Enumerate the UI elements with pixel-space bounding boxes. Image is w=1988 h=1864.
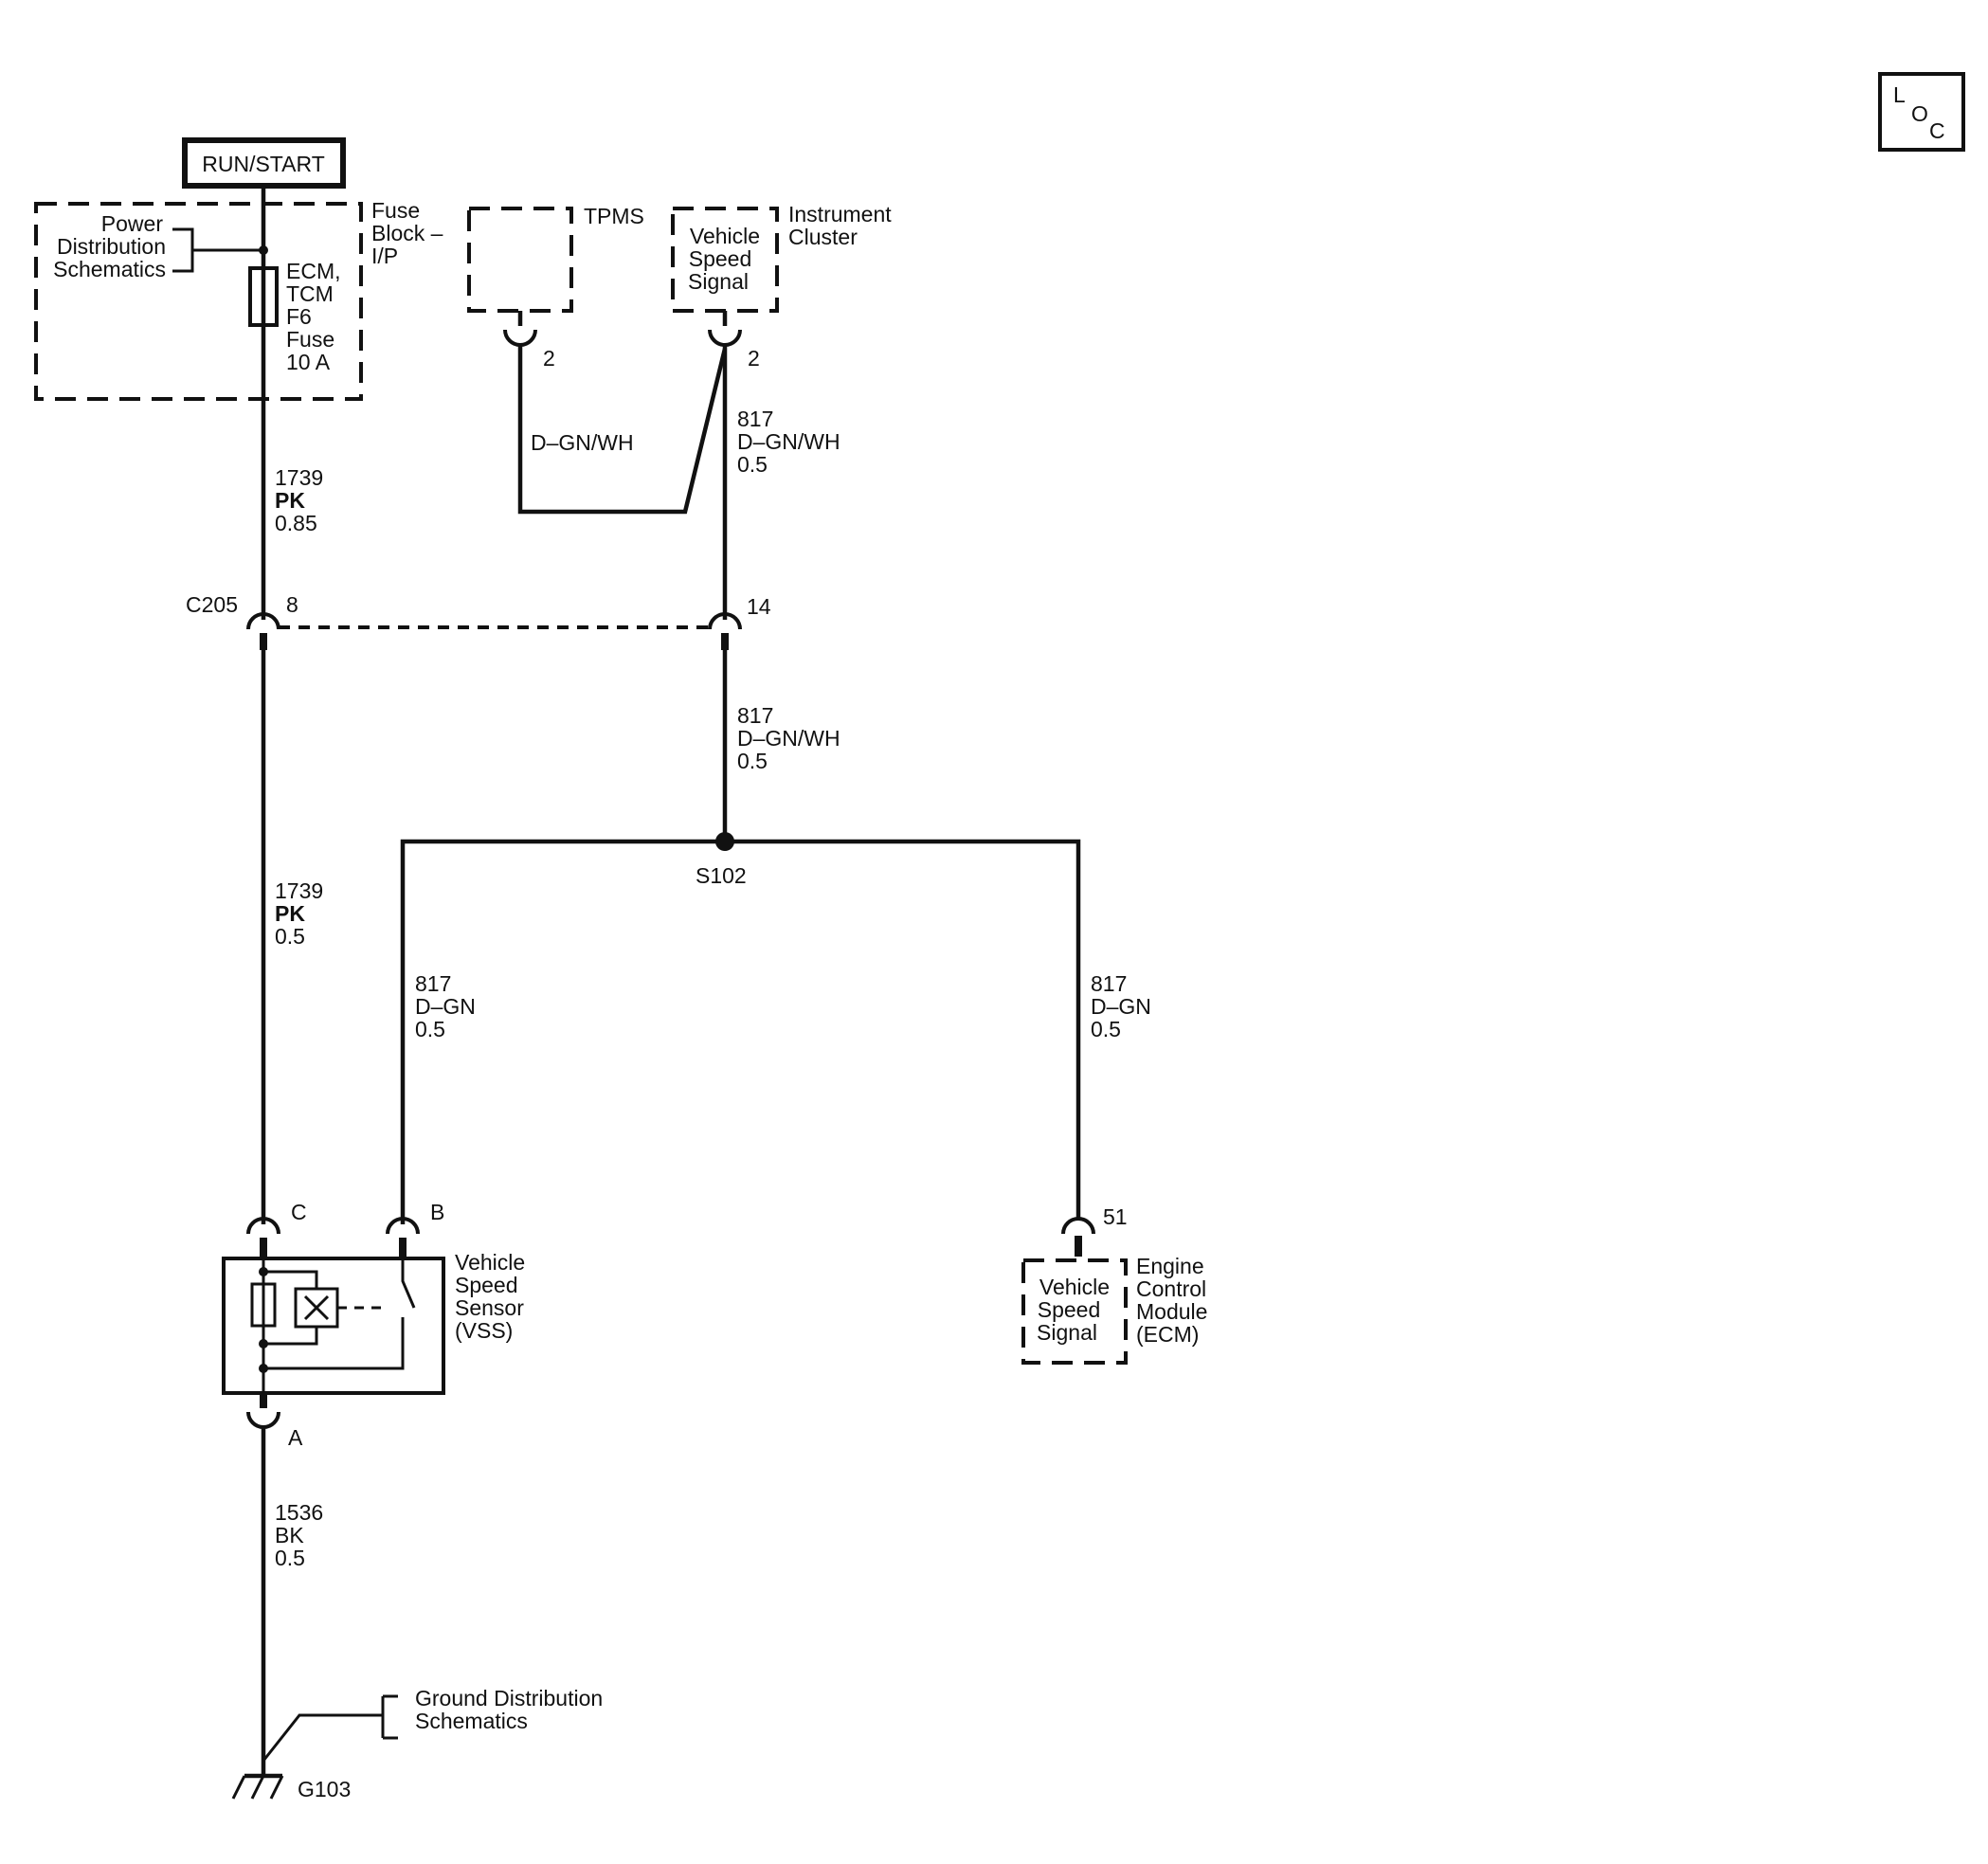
c205-name: C205: [186, 592, 238, 617]
wire-817-left-color: D–GN: [415, 994, 476, 1019]
cluster-label-line1: Instrument: [788, 202, 892, 226]
fuse-label-line5: 10 A: [286, 350, 331, 374]
vss-connector-c: [246, 1217, 280, 1235]
ecm-connector: [1061, 1217, 1095, 1235]
wire-1536-size: 0.5: [275, 1546, 305, 1570]
ecm-label-line3: Module: [1136, 1299, 1207, 1324]
cluster-inner-line3: Signal: [688, 269, 749, 294]
cluster-pin: 2: [748, 346, 760, 371]
vss-label-line2: Speed: [455, 1273, 518, 1297]
vss-switch-icon: [263, 1257, 416, 1370]
wire-tpms-color: D–GN/WH: [531, 430, 634, 455]
c205-pin-left: 8: [286, 592, 298, 617]
wire-817-right-color: D–GN: [1091, 994, 1151, 1019]
splice-s102-label: S102: [696, 863, 747, 888]
run-start-label: RUN/START: [202, 152, 325, 176]
ecm-inner-line1: Vehicle: [1039, 1275, 1110, 1299]
fuse-label-line1: ECM,: [286, 259, 341, 283]
ground-g103-label: G103: [298, 1777, 351, 1801]
wire-817-left-circuit: 817: [415, 971, 451, 996]
wire-817-right-size: 0.5: [1091, 1017, 1121, 1041]
vss-housing: [222, 1257, 445, 1395]
loc-badge-l: L: [1893, 82, 1906, 107]
vss-pin-c: C: [291, 1200, 307, 1224]
vss-resistor-icon: [250, 1282, 277, 1328]
ecm-label-line1: Engine: [1136, 1254, 1204, 1278]
wire-817-mid-color: D–GN/WH: [737, 726, 840, 751]
cluster-connector: [708, 329, 742, 347]
connector-c205: C205 8 14: [186, 592, 771, 650]
tpms-pin: 2: [543, 346, 555, 371]
instrument-cluster: Vehicle Speed Signal Instrument Cluster …: [671, 202, 892, 371]
loc-badge-o: O: [1911, 101, 1928, 126]
wire-1536-color: BK: [275, 1523, 304, 1547]
wire-817-top-size: 0.5: [737, 452, 768, 477]
vss-label-line1: Vehicle: [455, 1250, 525, 1275]
cluster-inner-line2: Speed: [689, 246, 752, 271]
vss-connector-a: [246, 1411, 280, 1429]
loc-badge: L O C: [1878, 72, 1965, 152]
fuse-label-line2: TCM: [286, 281, 334, 306]
vss-connector-b: [386, 1217, 420, 1235]
ground-g103-icon: [231, 1773, 284, 1800]
wire-tpms-dgnwh: [517, 345, 728, 515]
ecm-inner-line3: Signal: [1037, 1320, 1097, 1345]
fuse-block-ip: Power Distribution Schematics ECM, TCM F…: [34, 198, 443, 401]
vss-label-line3: Sensor: [455, 1295, 524, 1320]
vss-label-line4: (VSS): [455, 1318, 513, 1343]
power-distribution-line1: Power: [101, 211, 164, 236]
vehicle-speed-sensor: C B Vehicle Speed Sensor (VSS) A: [222, 1200, 525, 1450]
power-distribution-line3: Schematics: [53, 257, 166, 281]
fuse-label-line4: Fuse: [286, 327, 334, 352]
power-distribution-bracket: [172, 227, 263, 273]
splice-s102-node: [715, 832, 734, 851]
tpms-module: TPMS 2: [467, 204, 644, 371]
ecm-pin: 51: [1103, 1204, 1128, 1229]
wire-1536-circuit: 1536: [275, 1500, 323, 1525]
ecm-label-line4: (ECM): [1136, 1322, 1199, 1347]
ecm-label-line2: Control: [1136, 1276, 1206, 1301]
fuse-block-label-line1: Fuse: [371, 198, 420, 223]
tpms-label: TPMS: [584, 204, 644, 228]
fuse-label-line3: F6: [286, 304, 312, 329]
loc-badge-c: C: [1929, 118, 1945, 143]
power-distribution-line2: Distribution: [57, 234, 166, 259]
c205-pin-right: 14: [747, 594, 771, 619]
wire-1739-mid-circuit: 1739: [275, 878, 323, 903]
wire-817-left-size: 0.5: [415, 1017, 445, 1041]
wire-1739-top-circuit: 1739: [275, 465, 323, 490]
wire-1739-top-color: PK: [275, 488, 305, 513]
ground-dist-line2: Schematics: [415, 1709, 528, 1733]
wire-817-top-circuit: 817: [737, 407, 773, 431]
wire-817-mid-circuit: 817: [737, 703, 773, 728]
wire-1739-top-size: 0.85: [275, 511, 317, 535]
wire-1739-mid-size: 0.5: [275, 924, 305, 949]
ground-dist-line1: Ground Distribution: [415, 1686, 603, 1710]
wire-1739-mid-color: PK: [275, 901, 305, 926]
ecm-inner-line2: Speed: [1038, 1297, 1101, 1322]
tpms-connector: [503, 329, 537, 347]
run-start-source: RUN/START: [182, 137, 346, 189]
fuse-block-label-line2: Block –: [371, 221, 443, 245]
cluster-label-line2: Cluster: [788, 225, 858, 249]
cluster-inner-line1: Vehicle: [690, 224, 760, 248]
engine-control-module: 51 Vehicle Speed Signal Engine Control M…: [1021, 1204, 1207, 1365]
wire-817-top-color: D–GN/WH: [737, 429, 840, 454]
vss-pin-a: A: [288, 1425, 303, 1450]
wire-817-splice-branches: [400, 839, 1081, 1224]
wire-817-mid-size: 0.5: [737, 749, 768, 773]
vss-pin-b: B: [430, 1200, 444, 1224]
wire-817-right-circuit: 817: [1091, 971, 1127, 996]
fuse-block-label-line3: I/P: [371, 244, 398, 268]
ground-distribution-ref: Ground Distribution Schematics: [262, 1686, 603, 1762]
